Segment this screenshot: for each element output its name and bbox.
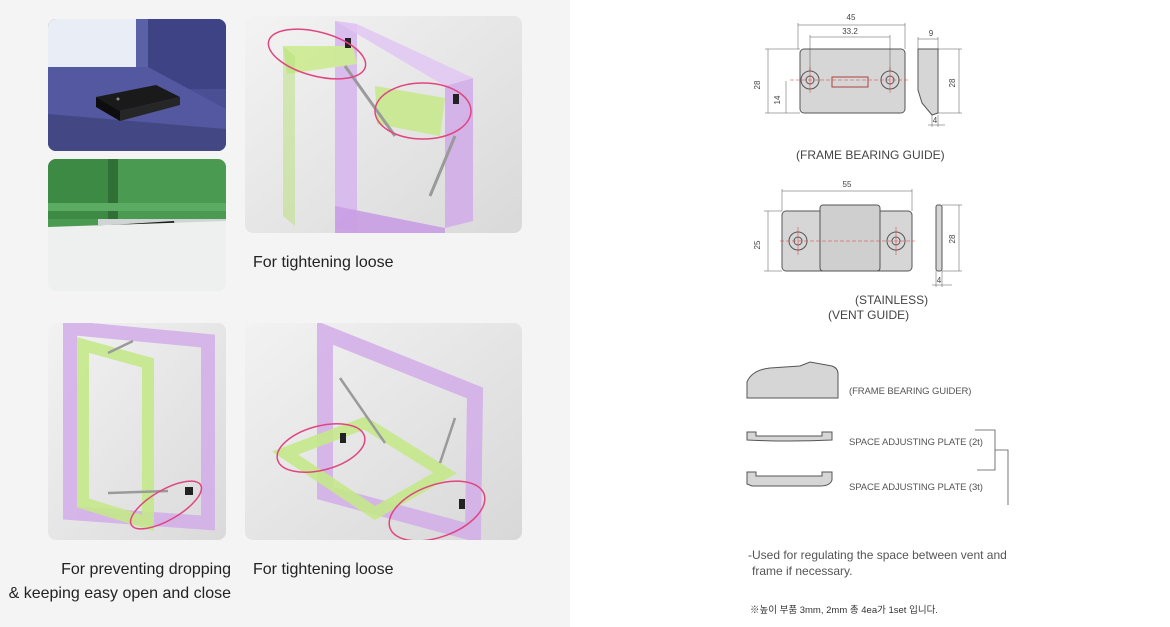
- dim-thickness: 9: [929, 29, 934, 38]
- plate-3t-shape: [746, 471, 833, 487]
- highlight-ellipse: [276, 423, 366, 473]
- caption-tightening-bottom: For tightening loose: [253, 561, 394, 578]
- frame-bearing-guider-label: (FRAME BEARING GUIDER): [849, 386, 972, 397]
- caption-tightening-top: For tightening loose: [253, 254, 394, 271]
- plate-2t-shape: [746, 431, 833, 442]
- awning-window-image: [245, 16, 522, 233]
- photo-blue-frame: [48, 19, 226, 151]
- highlight-ellipse: [267, 28, 367, 80]
- dim-height-left: 28: [753, 80, 762, 89]
- frame-bearing-guide-label: (FRAME BEARING GUIDE): [796, 148, 945, 162]
- frame-bearing-body: [799, 48, 906, 114]
- frame-bearing-guider-shape: [746, 361, 839, 399]
- highlight-ellipse: [388, 480, 486, 540]
- photo-awning-top: [245, 16, 522, 233]
- dim-vent-height-right: 28: [948, 234, 957, 243]
- usage-note-line1: -Used for regulating the space between v…: [748, 548, 1007, 562]
- highlight-ellipse: [129, 480, 203, 530]
- dim-width: 45: [847, 13, 856, 22]
- plate-3t-label: SPACE ADJUSTING PLATE (3t): [849, 482, 983, 493]
- highlight-ellipse: [374, 82, 472, 140]
- vent-guide-label: (VENT GUIDE): [828, 308, 910, 322]
- photo-casement: [48, 323, 226, 540]
- awning-window-image-2: [245, 323, 522, 540]
- photo-green-profile: [48, 159, 226, 291]
- frame-bearing-guide-drawing: 45 33.2 28 14 9 28 4: [753, 13, 962, 127]
- plate-2t-label: SPACE ADJUSTING PLATE (2t): [849, 437, 983, 448]
- caption-preventing-line1: For preventing dropping: [61, 561, 231, 578]
- vent-guide-drawing: 55 25 28 4: [753, 180, 962, 287]
- right-panel: 45 33.2 28 14 9 28 4 (FRAME BEARING GUID…: [600, 0, 1170, 627]
- green-profile-image: [48, 159, 226, 291]
- blue-frame-image: [48, 19, 226, 151]
- vent-guide-material-label: (STAINLESS): [855, 293, 929, 307]
- frame-bearing-side: [917, 48, 939, 116]
- dim-foot: 4: [933, 116, 938, 125]
- set-note-korean: ※높이 부품 3mm, 2mm 총 4ea가 1set 입니다.: [750, 605, 938, 616]
- usage-note-line2: frame if necessary.: [752, 564, 853, 578]
- dim-vent-height-left: 25: [753, 240, 762, 249]
- bracket-line: [995, 449, 1009, 505]
- bracket-line: [975, 429, 996, 471]
- caption-preventing-line2: & keeping easy open and close: [8, 585, 231, 602]
- photo-awning-bottom: [245, 323, 522, 540]
- parts-drawing: [746, 361, 1009, 505]
- vent-guide-side: [935, 204, 943, 272]
- dim-height-right: 28: [948, 78, 957, 87]
- dim-vent-foot: 4: [937, 276, 942, 285]
- dim-half-height: 14: [773, 95, 782, 104]
- casement-window-image: [48, 323, 226, 540]
- dim-hole-spacing: 33.2: [842, 27, 858, 36]
- dim-vent-width: 55: [843, 180, 852, 189]
- left-panel: For tightening loose For preventing drop…: [0, 0, 570, 627]
